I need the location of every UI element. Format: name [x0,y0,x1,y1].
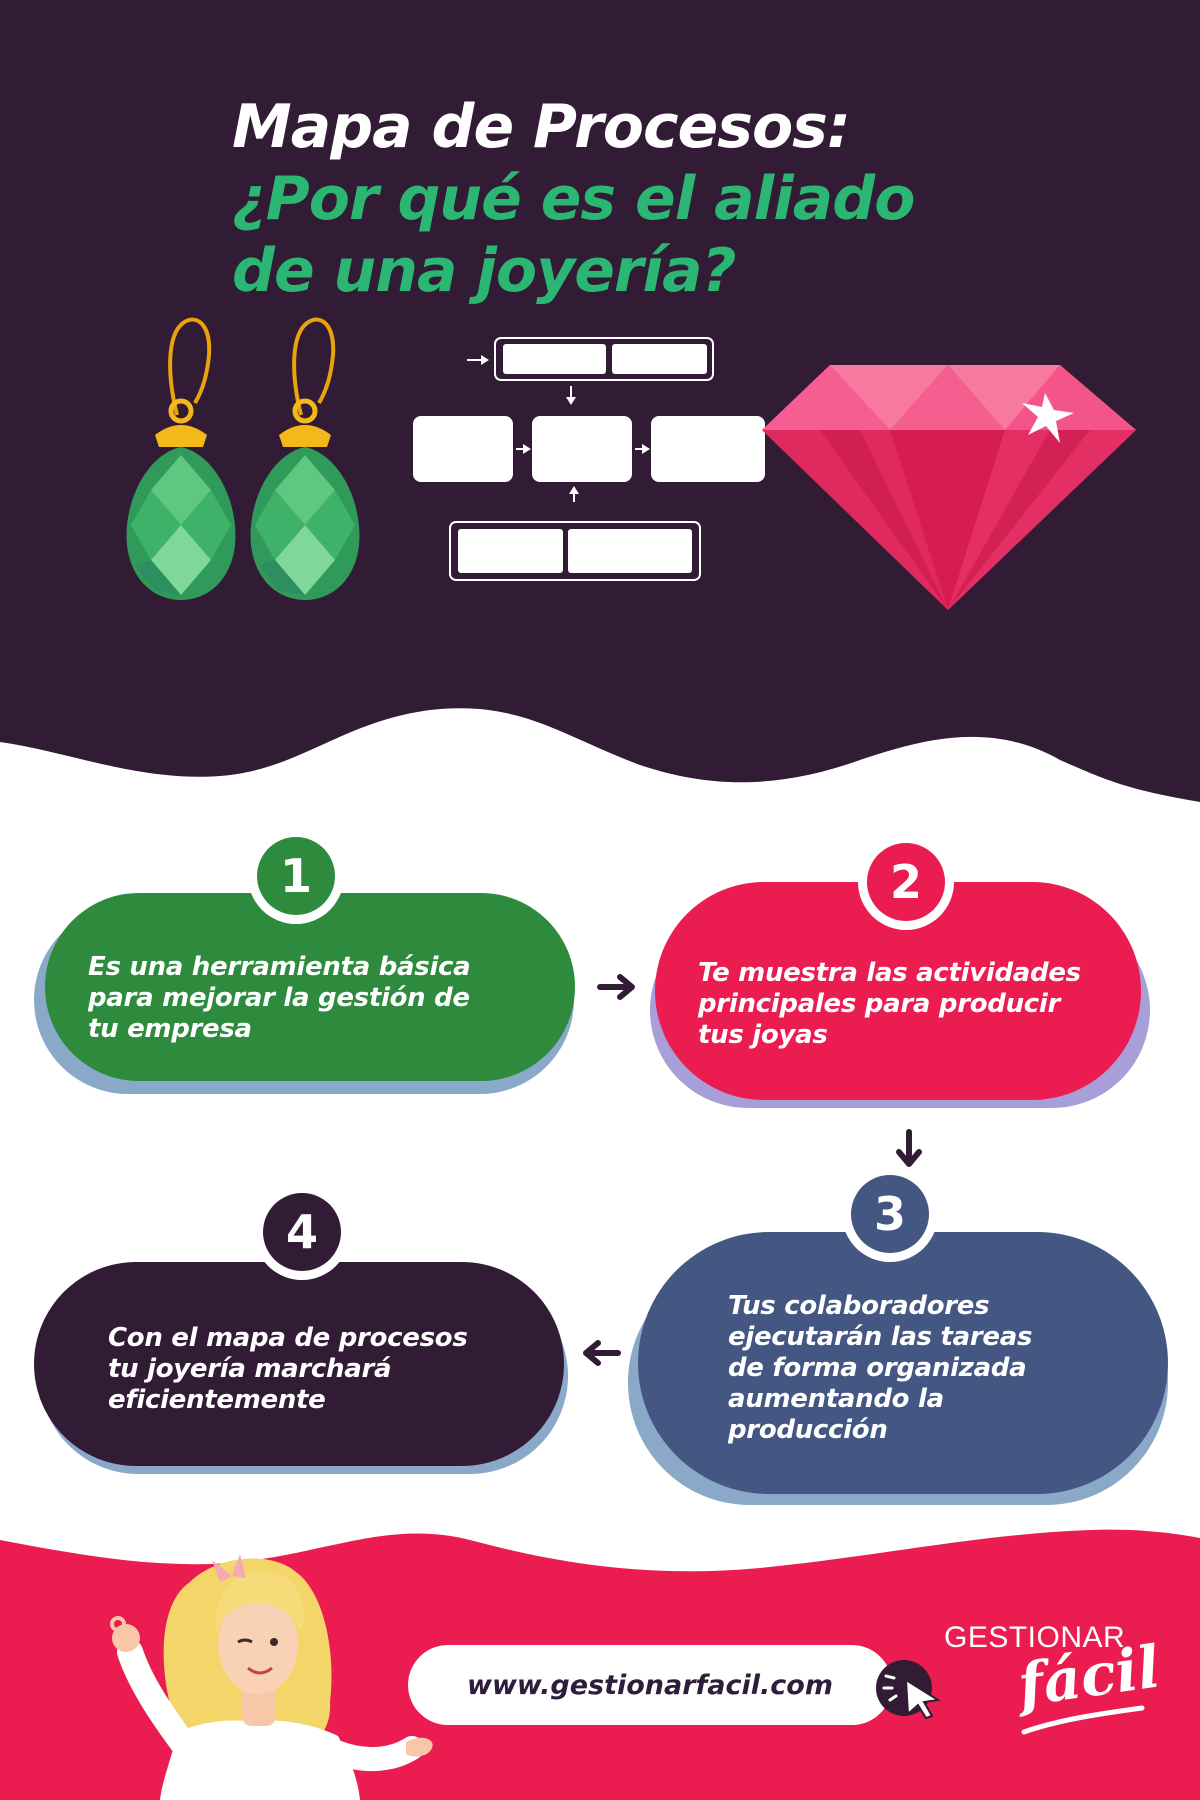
step-1-line-3: tu empresa [88,1014,252,1044]
step-2-text: Te muestra las actividades principales p… [698,958,1081,1051]
title-line-3: de una joyería? [232,236,736,306]
step-4-pill [34,1262,564,1466]
step-2-line-2: principales para producir [698,989,1061,1019]
website-link[interactable]: www.gestionarfacil.com [408,1645,892,1725]
earrings-icon [126,317,360,600]
arrow-down-icon [896,1129,922,1167]
cursor-click-icon [876,1660,941,1720]
step-3-line-1: Tus colaboradores [728,1291,990,1321]
step-3-pill [638,1232,1168,1494]
title-line-2: ¿Por qué es el aliado [232,164,915,234]
step-4-line-3: eficientemente [108,1385,326,1415]
step-1-text: Es una herramienta básica para mejorar l… [88,952,471,1045]
step-1-number: 1 [257,837,335,915]
step-4-line-1: Con el mapa de procesos [108,1323,468,1353]
step-4-text: Con el mapa de procesos tu joyería march… [108,1323,468,1416]
title-line-1: Mapa de Procesos: [232,92,851,162]
step-2-line-1: Te muestra las actividades [698,958,1081,988]
step-1-line-1: Es una herramienta básica [88,952,471,982]
step-3-text: Tus colaboradores ejecutarán las tareas … [728,1291,1032,1446]
arrow-right-icon [597,974,635,1000]
step-2-number: 2 [867,843,945,921]
step-4-badge: 4 [254,1184,350,1280]
woman-illustration [110,1554,433,1800]
step-3-line-2: ejecutarán las tareas [728,1322,1033,1352]
step-3-line-5: producción [728,1415,888,1445]
step-4-line-2: tu joyería marchará [108,1354,392,1384]
step-3-line-4: aumentando la [728,1384,944,1414]
step-1-line-2: para mejorar la gestión de [88,983,470,1013]
arrow-left-icon [583,1340,621,1366]
ruby-diamond-icon [762,365,1136,610]
step-3-line-3: de forma organizada [728,1353,1027,1383]
brand-logo-top: GESTIONAR [944,1621,1126,1654]
step-2-line-3: tus joyas [698,1020,828,1050]
process-map-icon [413,337,765,581]
brand-swoosh-icon [1021,1705,1145,1735]
step-1-pill [45,893,575,1081]
step-3-badge: 3 [842,1166,938,1262]
step-4-number: 4 [263,1193,341,1271]
step-3-number: 3 [851,1175,929,1253]
step-1-badge: 1 [248,828,344,924]
step-2-badge: 2 [858,834,954,930]
header-background [0,0,1200,802]
